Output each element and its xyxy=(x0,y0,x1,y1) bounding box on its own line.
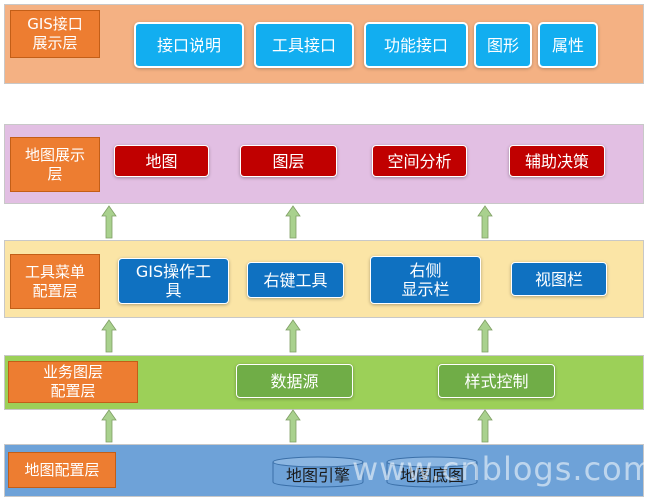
watermark-text: www.cnblogs.com xyxy=(352,450,648,488)
data-source-button[interactable]: 数据源 xyxy=(236,364,353,398)
up-arrow-icon xyxy=(285,409,301,443)
config-layer-label: 地图配置层 xyxy=(8,452,116,488)
up-arrow-icon xyxy=(101,205,117,239)
attribute-button[interactable]: 属性 xyxy=(538,22,598,68)
map-button[interactable]: 地图 xyxy=(114,145,209,177)
base-map-database-icon xyxy=(386,456,478,488)
base-map-label[interactable]: 地图底图 xyxy=(399,466,464,485)
map-engine-database-icon xyxy=(272,456,364,488)
up-arrow-icon xyxy=(285,319,301,353)
up-arrow-icon xyxy=(477,409,493,443)
decision-support-button[interactable]: 辅助决策 xyxy=(509,145,605,177)
up-arrow-icon xyxy=(101,319,117,353)
style-control-button[interactable]: 样式控制 xyxy=(438,364,555,398)
interface-layer-label: GIS接口 展示层 xyxy=(10,10,100,58)
up-arrow-icon xyxy=(477,205,493,239)
function-interface-button[interactable]: 功能接口 xyxy=(364,22,468,68)
layers-button[interactable]: 图层 xyxy=(240,145,337,177)
graphics-button[interactable]: 图形 xyxy=(474,22,532,68)
right-panel-button[interactable]: 右侧 显示栏 xyxy=(370,256,481,304)
view-bar-button[interactable]: 视图栏 xyxy=(511,262,607,296)
up-arrow-icon xyxy=(285,205,301,239)
up-arrow-icon xyxy=(477,319,493,353)
context-tools-button[interactable]: 右键工具 xyxy=(247,262,344,298)
tool-layer-label: 工具菜单 配置层 xyxy=(10,254,100,309)
gis-tools-button[interactable]: GIS操作工 具 xyxy=(118,258,229,304)
business-layer-label: 业务图层 配置层 xyxy=(8,361,138,403)
tool-interface-button[interactable]: 工具接口 xyxy=(254,22,354,68)
map-engine-label[interactable]: 地图引擎 xyxy=(285,466,350,485)
up-arrow-icon xyxy=(101,409,117,443)
spatial-analysis-button[interactable]: 空间分析 xyxy=(372,145,467,177)
display-layer-label: 地图展示 层 xyxy=(10,137,100,192)
interface-doc-button[interactable]: 接口说明 xyxy=(134,22,244,68)
